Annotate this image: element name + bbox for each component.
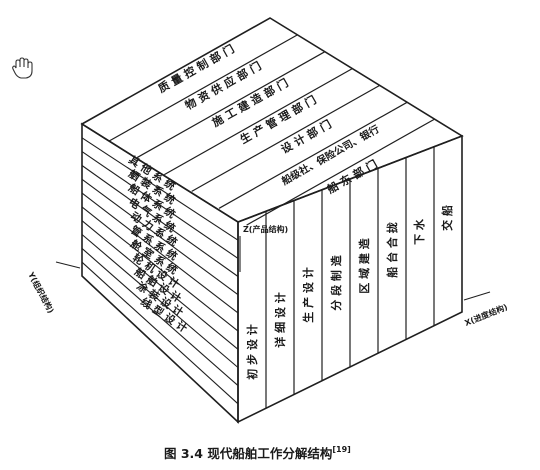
front-label-preliminary: 初 步 设 计 xyxy=(245,324,259,380)
caption-ref: [19] xyxy=(332,445,350,454)
axis-z: Z(产品结构) xyxy=(239,224,288,272)
front-label-delivery: 交 船 xyxy=(440,205,454,231)
axis-x: X(进度结构) xyxy=(463,291,509,328)
axis-y-label: Y(组织结构) xyxy=(26,269,56,314)
left-face-labels: 其 他 系 统 舾 装 系 统 船 体 系 统 电 气 系 统 动 力 系 统 … xyxy=(125,153,190,335)
front-label-block: 分 段 制 造 xyxy=(329,254,343,310)
left-face-outline xyxy=(81,122,239,424)
front-label-production-design: 生 产 设 计 xyxy=(301,267,315,323)
front-face-labels: 初 步 设 计 详 细 设 计 生 产 设 计 分 段 制 造 区 域 建 造 … xyxy=(245,205,454,380)
figure-caption: 图 3.4 现代船舶工作分解结构[19] xyxy=(164,445,351,461)
top-label-design: 设 计 部 门 xyxy=(278,117,333,156)
front-label-zone: 区 域 建 造 xyxy=(357,237,371,293)
front-face-dividers xyxy=(265,146,435,409)
front-label-erection: 船 台 合 拢 xyxy=(385,222,399,278)
top-face-dividers xyxy=(109,34,435,226)
cube-outline xyxy=(80,17,464,424)
axis-z-label: Z(产品结构) xyxy=(243,224,288,234)
axis-y: Y(组织结构) xyxy=(26,261,81,315)
axis-x-label: X(进度结构) xyxy=(463,302,509,328)
caption-main: 图 3.4 现代船舶工作分解结构 xyxy=(164,446,332,461)
front-label-detailed: 详 细 设 计 xyxy=(273,292,287,348)
left-face-dividers xyxy=(81,137,239,405)
caption-text: 图 3.4 现代船舶工作分解结构[19] xyxy=(164,445,351,461)
hand-cursor-icon xyxy=(12,57,33,79)
front-label-launch: 下 水 xyxy=(412,218,426,245)
